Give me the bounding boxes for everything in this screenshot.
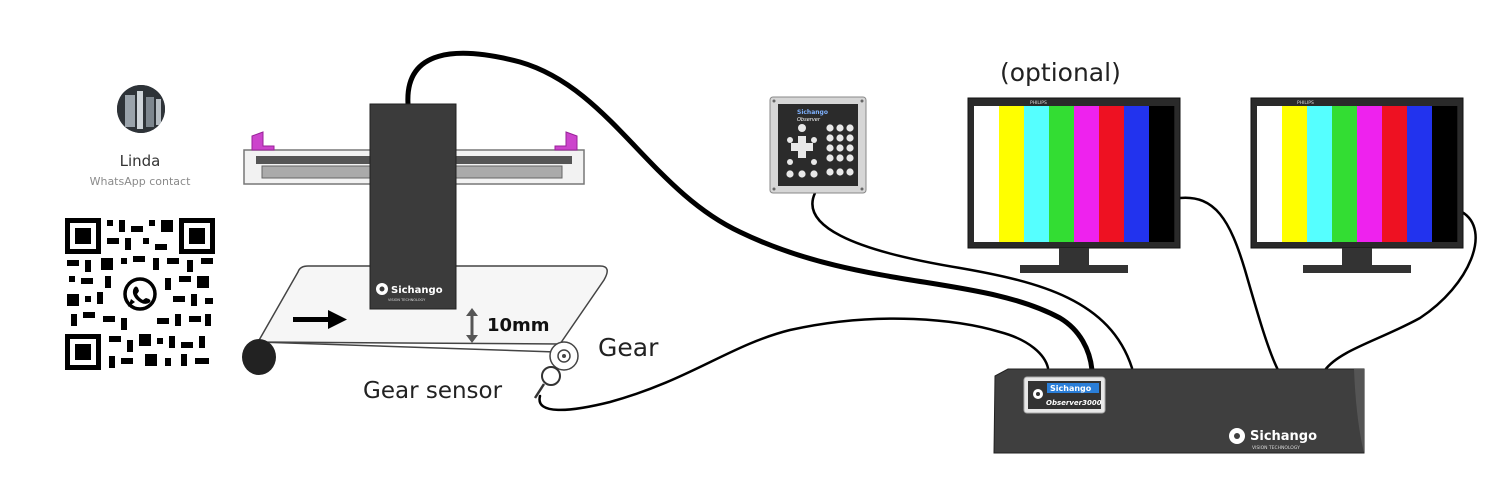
test-bar — [1407, 106, 1433, 242]
keypad: Sichango Observer — [769, 96, 867, 194]
direction-arrow-icon — [293, 310, 347, 329]
test-bar — [1024, 106, 1050, 242]
controller-brand: Sichango — [1250, 429, 1317, 444]
gap-label: 10mm — [487, 315, 550, 336]
test-bar — [1257, 106, 1283, 242]
avatar-image — [117, 85, 165, 133]
test-bar — [1049, 106, 1075, 242]
camera-brand-sub: VISION TECHNOLOGY — [388, 298, 426, 302]
test-bar — [1074, 106, 1100, 242]
monitor-1: PHILIPS — [967, 97, 1181, 273]
keypad-model: Observer — [797, 117, 821, 123]
contact-subtitle: WhatsApp contact — [89, 175, 191, 188]
camera-cable — [405, 50, 1095, 373]
gear-sensor-cable — [538, 317, 1050, 412]
monitor2-stand — [1303, 265, 1411, 273]
gear-sensor-icon — [533, 366, 561, 399]
contact-panel: Linda WhatsApp contact — [0, 0, 230, 500]
avatar[interactable] — [117, 85, 165, 133]
conveyor-roller — [242, 339, 276, 375]
test-bar — [1099, 106, 1125, 242]
gear-sensor-label: Gear sensor — [363, 378, 503, 404]
gear-label: Gear — [598, 333, 659, 362]
controller-badge-model: Observer3000 — [1046, 399, 1102, 407]
monitor1-cable — [1178, 196, 1280, 372]
controller-badge-brand: Sichango — [1050, 384, 1092, 393]
keypad-brand: Sichango — [797, 109, 828, 116]
test-bar — [1332, 106, 1358, 242]
whatsapp-qr-code[interactable] — [65, 218, 215, 370]
test-bar — [1432, 106, 1458, 242]
contact-name: Linda — [119, 152, 161, 170]
controller-brand-sub: VISION TECHNOLOGY — [1252, 445, 1300, 451]
test-bar — [974, 106, 1000, 242]
test-bar — [1307, 106, 1333, 242]
test-bar — [1282, 106, 1308, 242]
monitor2-brand: PHILIPS — [1297, 100, 1314, 106]
monitor1-brand: PHILIPS — [1030, 100, 1047, 106]
monitor2-cable — [1323, 210, 1477, 372]
test-bar — [1149, 106, 1175, 242]
monitor-2: PHILIPS — [1250, 97, 1464, 273]
test-bar — [1357, 106, 1383, 242]
optional-label: (optional) — [1000, 58, 1121, 87]
test-pattern-bars — [1257, 106, 1458, 242]
controller-box: Sichango Observer3000 Sichango VISION TE… — [993, 368, 1365, 454]
gap-indicator: 10mm — [466, 308, 550, 343]
test-bar — [1124, 106, 1150, 242]
camera-brand: Sichango — [391, 285, 443, 296]
camera-unit: Sichango VISION TECHNOLOGY — [369, 103, 457, 310]
keypad-cable — [811, 191, 1134, 370]
test-bar — [1382, 106, 1408, 242]
test-bar — [999, 106, 1025, 242]
test-pattern-bars — [974, 106, 1175, 242]
whatsapp-icon — [120, 274, 160, 314]
monitor1-stand — [1020, 265, 1128, 273]
gear-icon — [549, 341, 579, 371]
